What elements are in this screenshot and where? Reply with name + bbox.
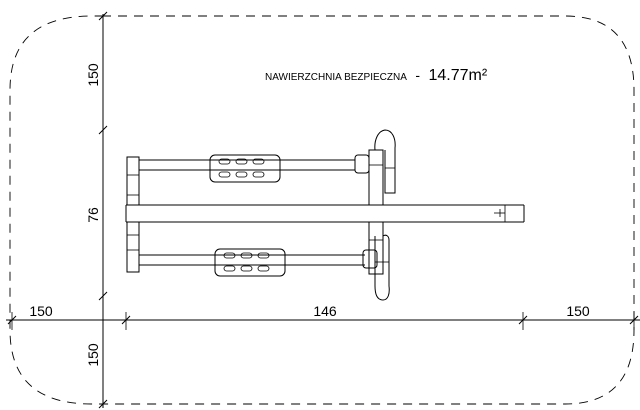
right-post xyxy=(368,149,384,275)
dim-bottom-clearance: 150 xyxy=(85,343,101,367)
horizontal-dimension-line xyxy=(6,312,640,330)
surface-label: NAWIERZCHNIA BEZPIECZNA - 14.77m² xyxy=(265,67,488,84)
dim-equipment-height: 76 xyxy=(85,207,101,223)
dim-top-clearance: 150 xyxy=(85,63,101,87)
surface-area-value: 14.77m² xyxy=(428,67,487,84)
upper-handlebar xyxy=(374,129,396,194)
dim-right-clearance: 150 xyxy=(566,303,590,319)
surface-label-separator: - xyxy=(415,67,420,83)
surface-label-text: NAWIERZCHNIA BEZPIECZNA xyxy=(265,72,407,83)
main-beam xyxy=(125,204,525,223)
dim-left-clearance: 150 xyxy=(29,303,53,319)
safety-surface-outline xyxy=(9,15,635,405)
lower-pedal xyxy=(214,248,286,277)
left-post xyxy=(126,156,140,273)
vertical-dimension-line xyxy=(98,11,108,409)
upper-pedal xyxy=(209,154,281,183)
lower-rail xyxy=(139,249,378,269)
dim-equipment-length: 146 xyxy=(313,303,337,319)
lower-handlebar xyxy=(374,234,390,301)
